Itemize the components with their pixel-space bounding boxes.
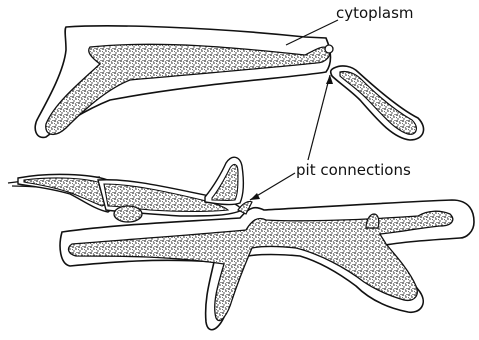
arrowhead-pit-lower	[250, 193, 260, 200]
pit-plug-upper	[325, 45, 333, 53]
upper-left-cell-wall	[35, 26, 330, 138]
filament-cells	[8, 157, 243, 222]
upper-right-cell	[331, 66, 424, 140]
upper-left-cell	[35, 26, 333, 138]
label-cytoplasm: cytoplasm	[336, 4, 414, 22]
leader-line-pit-upper	[308, 75, 330, 160]
small-cell-bubble	[114, 206, 142, 222]
label-pit-connections: pit connections	[296, 161, 411, 179]
upper-right-cytoplasm	[340, 71, 416, 134]
filament-cytoplasm-1	[24, 178, 108, 206]
label-pit-connections-group: pit connections	[250, 75, 411, 200]
